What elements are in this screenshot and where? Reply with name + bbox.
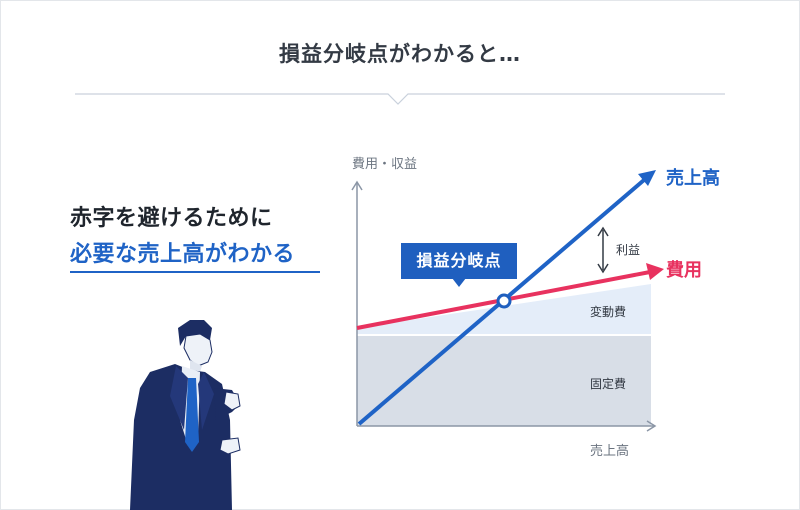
variable-cost-label: 変動費 (590, 304, 626, 319)
left-text-underline (70, 271, 320, 273)
y-axis-label: 費用・収益 (352, 157, 417, 172)
page-title: 損益分岐点がわかると… (279, 42, 521, 66)
x-axis-label: 売上高 (590, 443, 629, 459)
sales-line-arrowhead (638, 170, 656, 186)
break-even-label-pointer (452, 278, 466, 287)
cost-line-arrowhead (646, 263, 664, 280)
sales-series-label: 売上高 (666, 167, 720, 189)
break-even-marker (496, 293, 512, 309)
fixed-cost-area (357, 335, 651, 426)
left-text-line1: 赤字を避けるために (70, 206, 273, 231)
fixed-cost-label: 固定費 (590, 376, 626, 391)
break-even-label: 損益分岐点 (401, 243, 517, 279)
variable-cost-area (357, 284, 651, 335)
profit-label: 利益 (616, 243, 640, 257)
cost-series-label: 費用 (666, 259, 702, 281)
left-text-line2: 必要な売上高がわかる (70, 242, 296, 267)
